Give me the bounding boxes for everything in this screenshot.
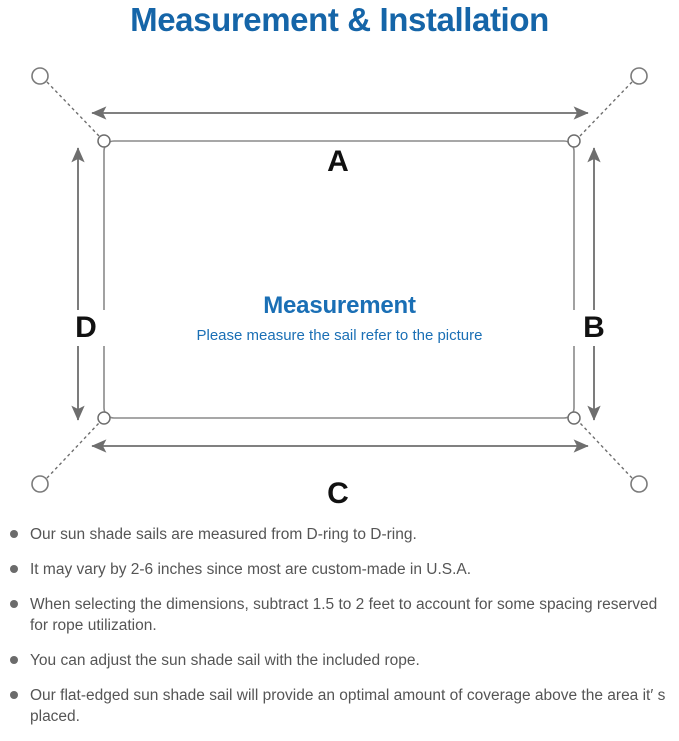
bullet-icon [10, 691, 18, 699]
rope-bottom-right [579, 422, 633, 479]
bullet-icon [10, 600, 18, 608]
diagram-center-title: Measurement [263, 292, 416, 319]
dimension-label-a: A [310, 145, 366, 179]
dimension-label-c: C [310, 477, 366, 511]
note-text: You can adjust the sun shade sail with t… [30, 652, 420, 669]
anchor-point-group [31, 67, 648, 493]
bullet-icon [10, 530, 18, 538]
note-text: It may vary by 2-6 inches since most are… [30, 561, 472, 578]
list-item: It may vary by 2-6 inches since most are… [0, 559, 679, 580]
rope-bottom-left [46, 422, 100, 479]
anchor-top-left [31, 67, 49, 85]
notes-list: Our sun shade sails are measured from D-… [0, 524, 679, 741]
d-ring-top-right [567, 134, 581, 148]
rope-top-left [46, 81, 100, 137]
d-ring-group [97, 134, 581, 425]
anchor-bottom-right [630, 475, 648, 493]
sail-rectangle [103, 140, 575, 419]
bullet-icon [10, 565, 18, 573]
diagram-center-subtitle: Please measure the sail refer to the pic… [196, 327, 483, 344]
list-item: When selecting the dimensions, subtract … [0, 594, 679, 636]
list-item: You can adjust the sun shade sail with t… [0, 650, 679, 671]
note-text: When selecting the dimensions, subtract … [30, 596, 658, 634]
d-ring-bottom-right [567, 411, 581, 425]
page-title: Measurement & Installation [130, 1, 549, 38]
rope-top-right [579, 81, 633, 137]
d-ring-top-left [97, 134, 111, 148]
dimension-label-d: D [60, 310, 112, 346]
list-item: Our sun shade sails are measured from D-… [0, 524, 679, 545]
anchor-bottom-left [31, 475, 49, 493]
dimension-label-b: B [568, 310, 620, 346]
note-text: Our flat-edged sun shade sail will provi… [30, 687, 666, 725]
bullet-icon [10, 656, 18, 664]
sail-measurement-diagram: Measurement Please measure the sail refe… [0, 48, 679, 518]
anchor-top-right [630, 67, 648, 85]
note-text: Our sun shade sails are measured from D-… [30, 526, 417, 543]
d-ring-bottom-left [97, 411, 111, 425]
list-item: Our flat-edged sun shade sail will provi… [0, 685, 679, 727]
rope-group [46, 81, 633, 479]
